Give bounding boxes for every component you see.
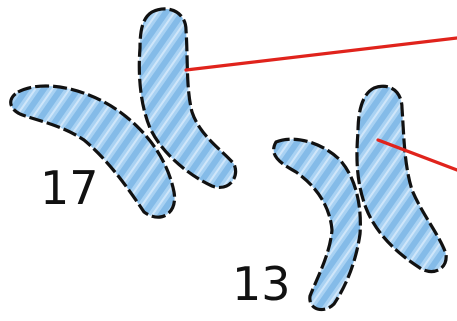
chromosome-13-right — [357, 86, 446, 271]
label-13: 13 — [232, 257, 291, 311]
label-17: 17 — [40, 161, 99, 215]
pointer-line-17 — [186, 38, 457, 70]
